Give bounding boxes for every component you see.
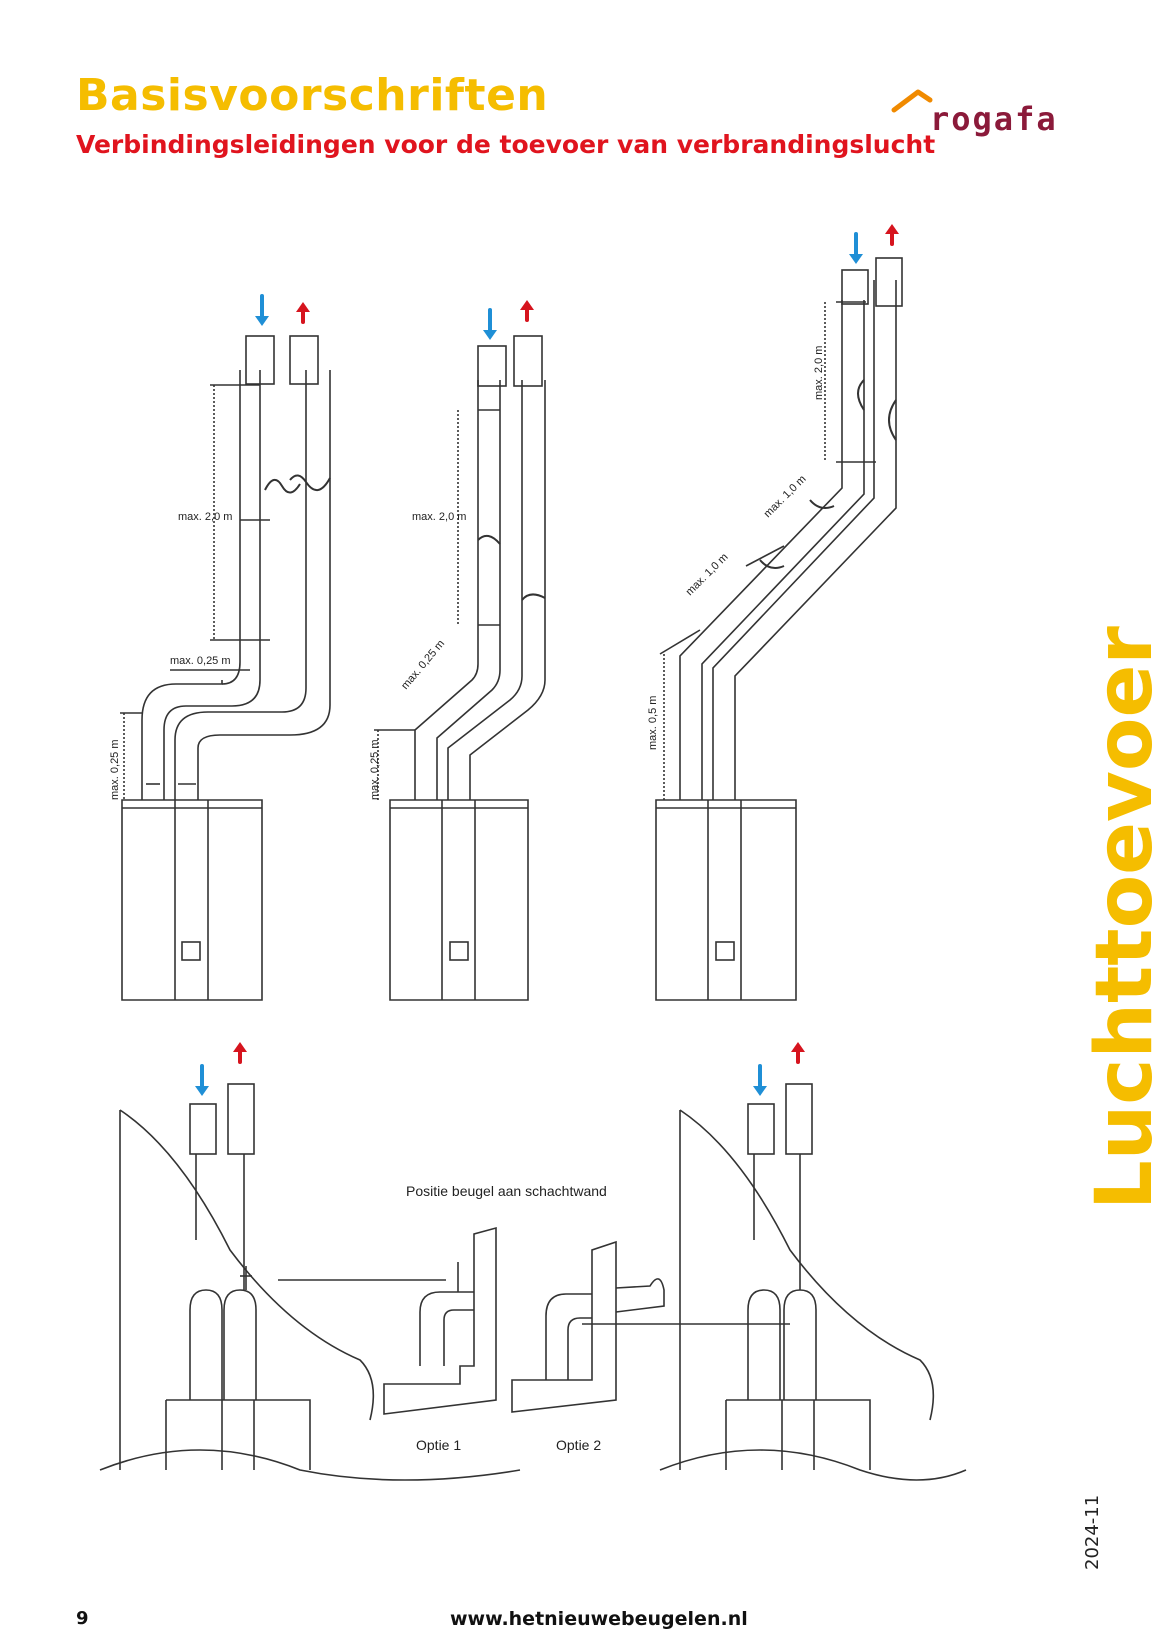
exhaust-arrow-3 xyxy=(885,224,899,246)
exhaust-arrow-1 xyxy=(296,302,310,324)
exhaust-arrow-2 xyxy=(520,300,534,322)
page-number: 9 xyxy=(76,1608,89,1629)
air-in-arrow-3 xyxy=(849,232,863,264)
dim-label-d3-1m-b: max. 1,0 m xyxy=(762,473,809,520)
footer-url[interactable]: www.hetnieuwebeugelen.nl xyxy=(450,1608,748,1630)
exhaust-arrow-4 xyxy=(233,1042,247,1064)
dim-label-d2-025m-side: max. 0,25 m xyxy=(369,739,381,800)
dim-label-d1-2m: max. 2,0 m xyxy=(178,511,232,523)
dim-label-d2-2m: max. 2,0 m xyxy=(412,511,466,523)
shaft-left xyxy=(99,1083,521,1481)
dim-label-d3-05m: max. 0,5 m xyxy=(647,696,659,750)
dim-label-d1-025m-top: max. 0,25 m xyxy=(170,655,231,667)
optie-1-detail xyxy=(383,1226,497,1415)
diagram-2 xyxy=(374,335,546,1001)
document-date: 2024-11 xyxy=(1082,1494,1103,1570)
air-in-arrow-4 xyxy=(195,1064,209,1096)
air-in-arrow-2 xyxy=(483,308,497,340)
brand-logo: rogafa xyxy=(890,86,1080,146)
air-in-arrow-1 xyxy=(255,294,269,326)
logo-text: rogafa xyxy=(930,100,1058,138)
dim-label-d2-025m-diag: max. 0,25 m xyxy=(399,638,447,692)
air-in-arrow-5 xyxy=(753,1064,767,1096)
dim-label-d1-025m-side: max. 0,25 m xyxy=(109,739,121,800)
bracket-position-caption: Positie beugel aan schachtwand xyxy=(406,1183,607,1199)
section-side-title: Luchttoevoer xyxy=(1080,626,1158,1210)
diagram-1 xyxy=(120,335,331,1001)
option-1-caption: Optie 1 xyxy=(416,1437,461,1453)
exhaust-arrow-5 xyxy=(791,1042,805,1064)
diagram-3 xyxy=(655,257,903,1001)
shaft-right xyxy=(582,1083,967,1481)
page-title: Basisvoorschriften xyxy=(76,70,549,121)
page-subtitle: Verbindingsleidingen voor de toevoer van… xyxy=(76,130,936,159)
optie-2-detail xyxy=(511,1240,665,1413)
option-2-caption: Optie 2 xyxy=(556,1437,601,1453)
dim-label-d3-1m-a: max. 1,0 m xyxy=(684,551,731,598)
dim-label-d3-2m: max. 2,0 m xyxy=(813,346,825,400)
roof-icon xyxy=(891,89,933,113)
